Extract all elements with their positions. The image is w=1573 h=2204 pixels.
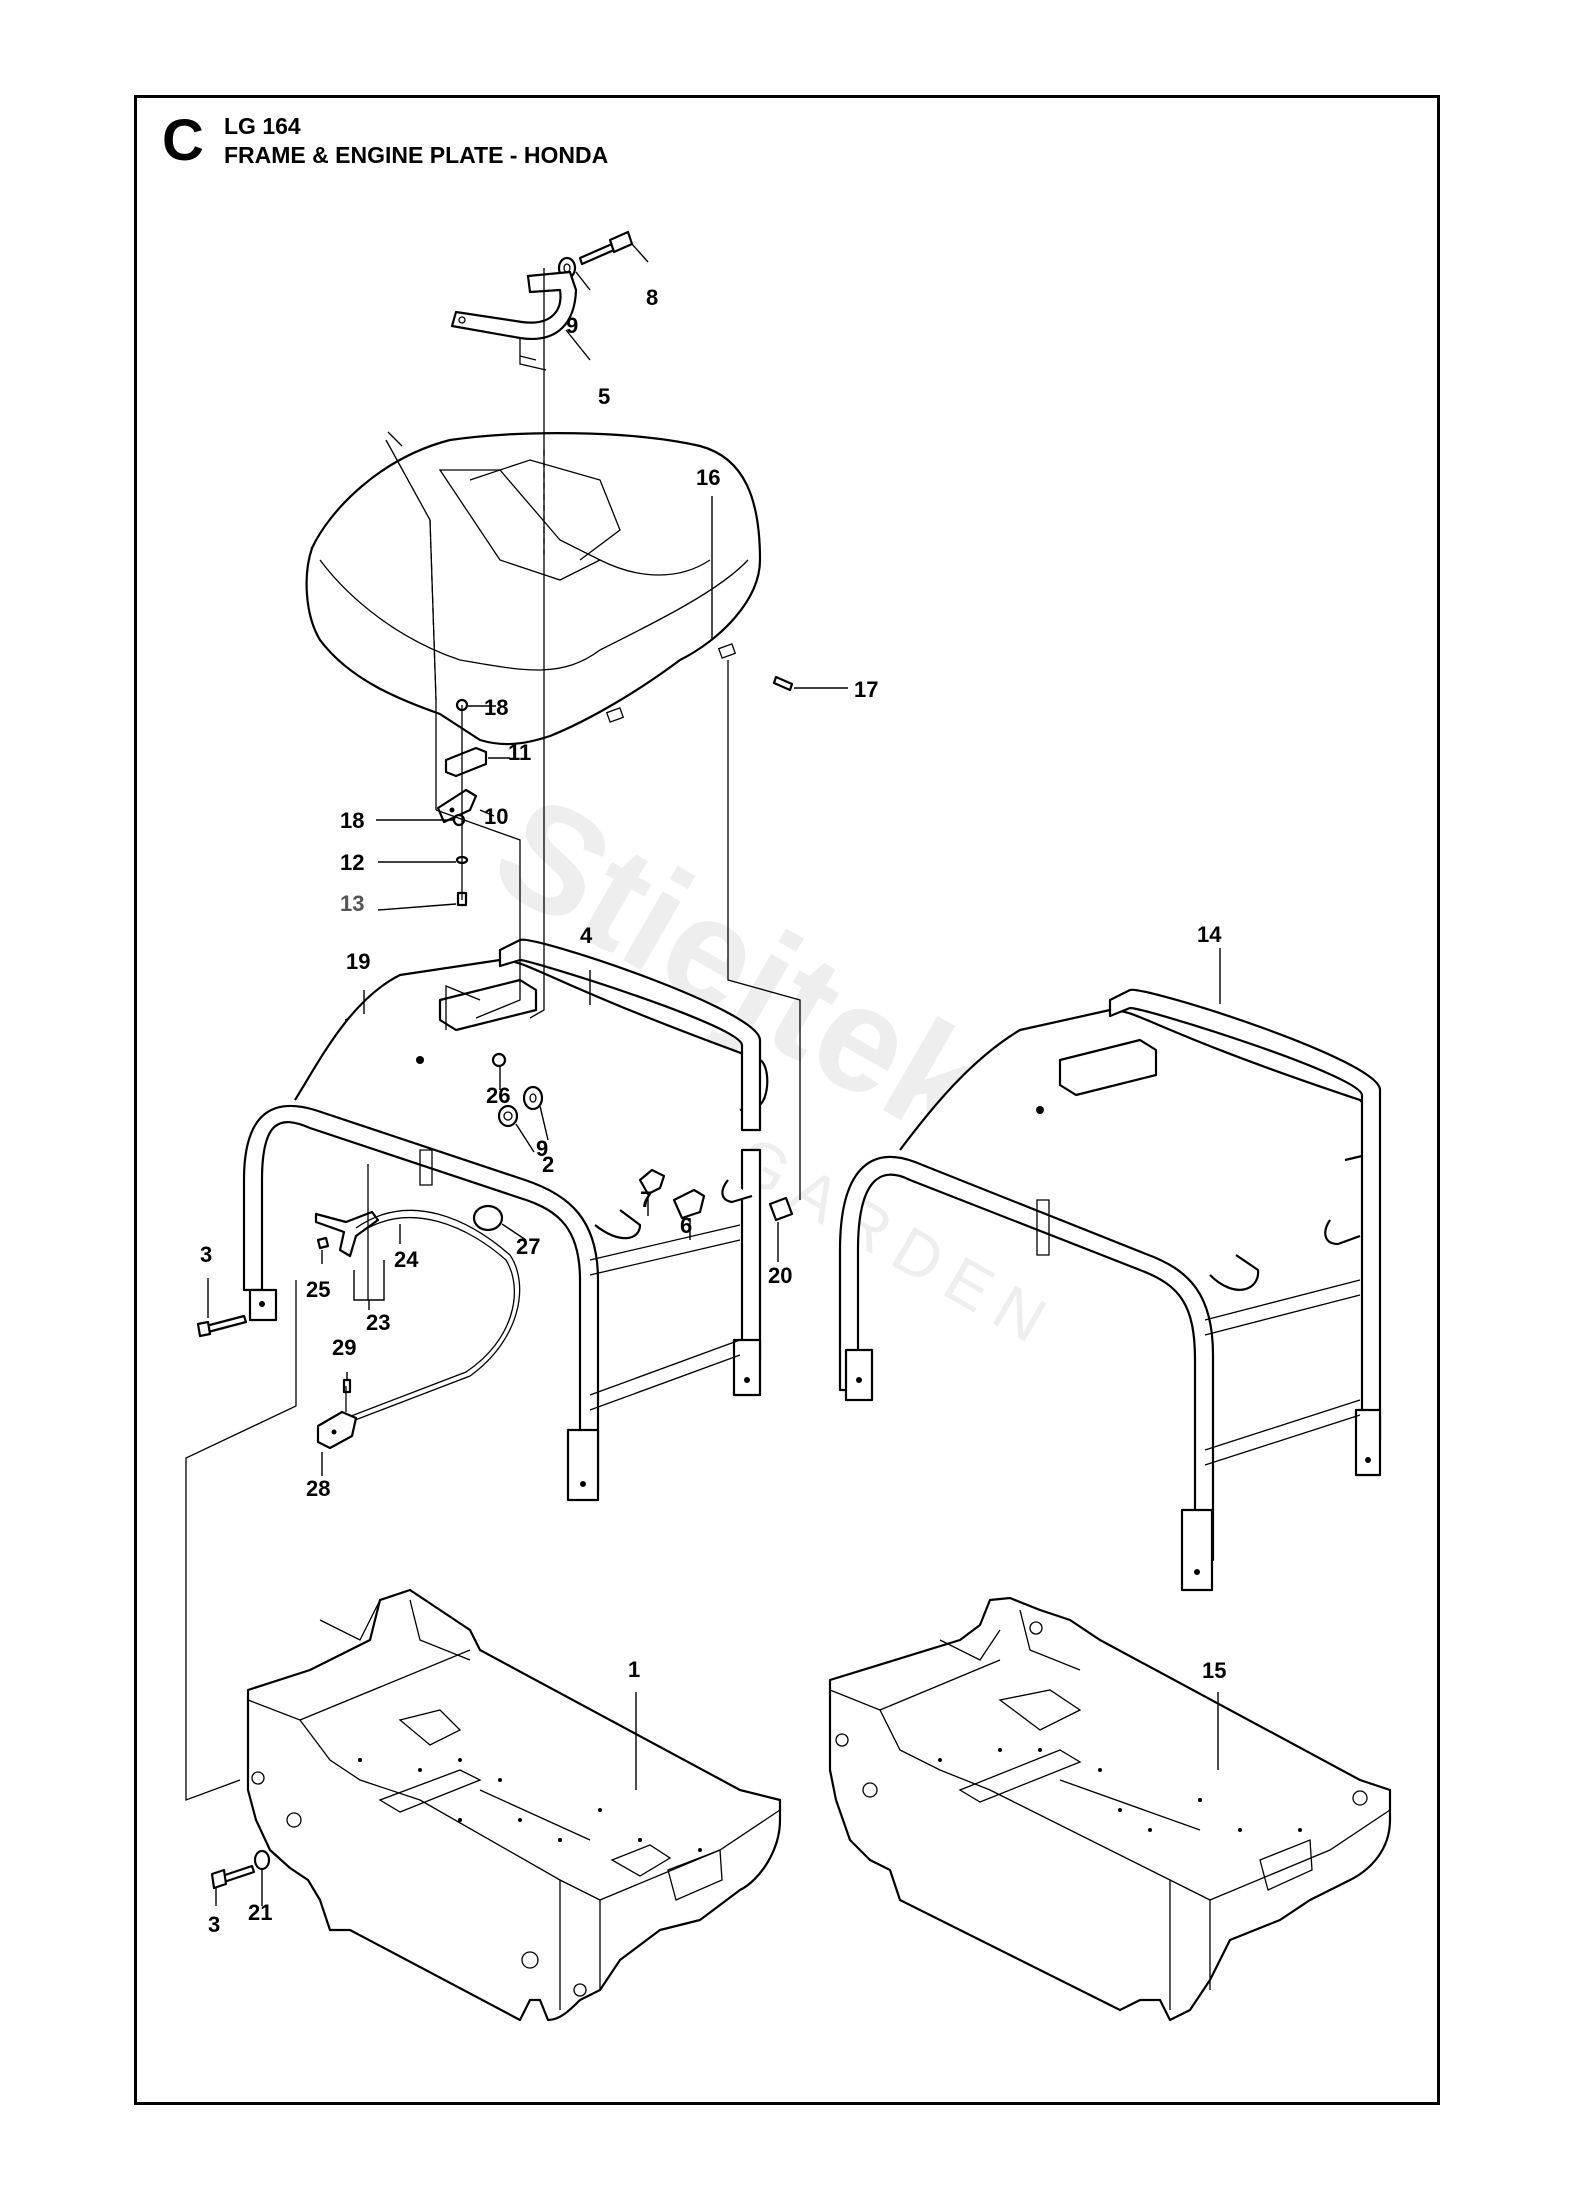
callout-6: 6 <box>680 1213 692 1238</box>
callout-16: 16 <box>696 465 720 490</box>
model-number: LG 164 <box>224 113 301 139</box>
part-9-washer-lower <box>522 1085 544 1111</box>
callout-23: 23 <box>366 1310 390 1335</box>
callout-2: 2 <box>542 1152 554 1177</box>
callout-13: 13 <box>340 891 364 916</box>
leader-lines <box>207 243 1221 1906</box>
callout-17: 17 <box>854 677 878 702</box>
part-6-clip <box>672 1188 706 1220</box>
part-8-bolt <box>578 230 634 266</box>
part-17-screw <box>772 675 794 692</box>
callout-19: 19 <box>346 949 370 974</box>
part-20-clip <box>768 1196 794 1222</box>
part-26-nut <box>491 1052 507 1068</box>
callout-3: 3 <box>208 1912 220 1937</box>
callout-20: 20 <box>768 1263 792 1288</box>
diagram-title: FRAME & ENGINE PLATE - HONDA <box>224 142 609 168</box>
callout-3: 3 <box>200 1242 212 1267</box>
part-1-engine-plate <box>246 1588 782 2022</box>
part-5-strap <box>450 270 578 361</box>
part-7-clip <box>638 1168 666 1196</box>
part-3-bolt-upper <box>196 1314 248 1338</box>
callout-18: 18 <box>340 808 364 833</box>
part-4-frame <box>242 938 769 1502</box>
callout-25: 25 <box>306 1277 330 1302</box>
callout-labels: 8 9 5 16 17 18 11 18 10 12 13 4 14 19 26… <box>200 285 1226 1937</box>
callout-27: 27 <box>516 1234 540 1259</box>
callout-29: 29 <box>332 1335 356 1360</box>
part-16-hood <box>305 431 762 746</box>
callout-4: 4 <box>580 923 593 948</box>
callout-15: 15 <box>1202 1658 1226 1683</box>
callout-26: 26 <box>486 1083 510 1108</box>
callout-7: 7 <box>640 1187 652 1212</box>
part-29-screw <box>342 1378 352 1394</box>
diagram-border <box>134 95 1440 2105</box>
part-25-screw <box>316 1236 330 1250</box>
callout-9: 9 <box>566 313 578 338</box>
part-2-nut <box>497 1104 519 1128</box>
part-28-bracket <box>316 1410 358 1450</box>
part-15-engine-plate <box>828 1596 1392 2022</box>
callout-12: 12 <box>340 850 364 875</box>
callout-8: 8 <box>646 285 658 310</box>
section-letter: C <box>162 108 204 173</box>
callout-21: 21 <box>248 1900 272 1925</box>
callout-24: 24 <box>394 1247 419 1272</box>
callout-1: 1 <box>628 1657 640 1682</box>
callout-14: 14 <box>1197 922 1222 947</box>
callout-11: 11 <box>508 740 531 765</box>
callout-5: 5 <box>598 384 610 409</box>
part-23-cable <box>345 1209 521 1423</box>
callout-9: 9 <box>536 1136 548 1161</box>
part-21-washer <box>253 1849 271 1871</box>
part-14-frame <box>838 988 1382 1592</box>
part-11-bracket <box>444 746 488 778</box>
part-3-bolt-lower <box>210 1864 256 1890</box>
callout-18: 18 <box>484 695 508 720</box>
part-24-lever <box>314 1210 380 1258</box>
part-27-ring <box>472 1204 504 1232</box>
assembly-lines <box>185 268 801 1801</box>
callout-28: 28 <box>306 1476 330 1501</box>
callout-10: 10 <box>484 804 508 829</box>
